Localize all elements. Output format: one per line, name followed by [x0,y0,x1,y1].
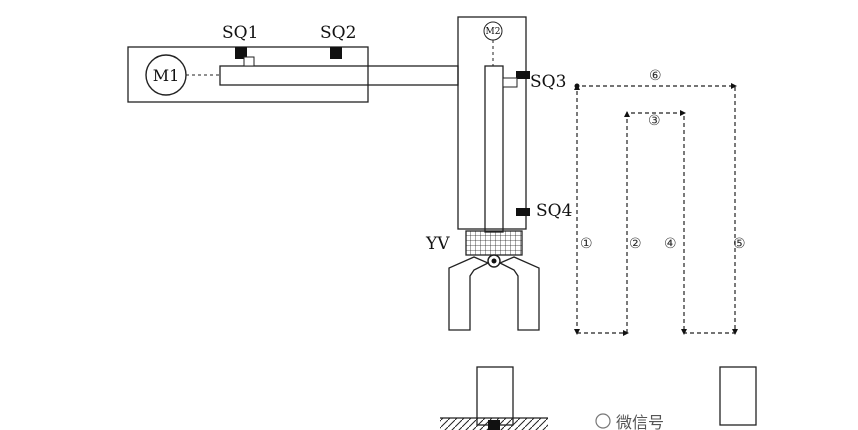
step-4-label: ④ [664,236,677,252]
motor-m1-label: M1 [153,66,180,85]
gripper-jaws [448,256,540,331]
sq1-actuator [243,56,255,67]
vertical-rod [484,65,504,233]
gripper-pivot-dot [491,258,497,264]
watermark-text: 微信号 [616,413,664,430]
motor-m2-label: M2 [486,27,501,37]
sq3-switch [516,71,530,79]
sq3-actuator [502,77,518,88]
sq3-label: SQ3 [530,72,566,92]
horizontal-housing [127,46,369,103]
step-1-label: ① [580,236,593,252]
step-6-label: ⑥ [649,68,662,84]
yv-label: YV [425,234,450,254]
ground-post [488,420,500,430]
path-inner [626,112,685,333]
motion-path [576,85,736,334]
wechat-icon [595,413,611,429]
sq2-switch [330,47,342,59]
path-outer [576,85,736,334]
path-arrows [574,83,738,336]
vertical-column [457,16,527,230]
step-2-label: ② [629,236,642,252]
step-3-label: ③ [648,113,661,129]
workpiece-left [476,366,514,426]
step-5-label: ⑤ [733,236,746,252]
sq4-switch [516,208,530,216]
sq1-switch [235,47,247,59]
horizontal-rod [219,65,459,86]
gripper-block [465,230,523,256]
sq1-label: SQ1 [222,23,258,43]
sq2-label: SQ2 [320,23,356,43]
workpiece-right [719,366,757,426]
sq4-label: SQ4 [536,201,572,221]
